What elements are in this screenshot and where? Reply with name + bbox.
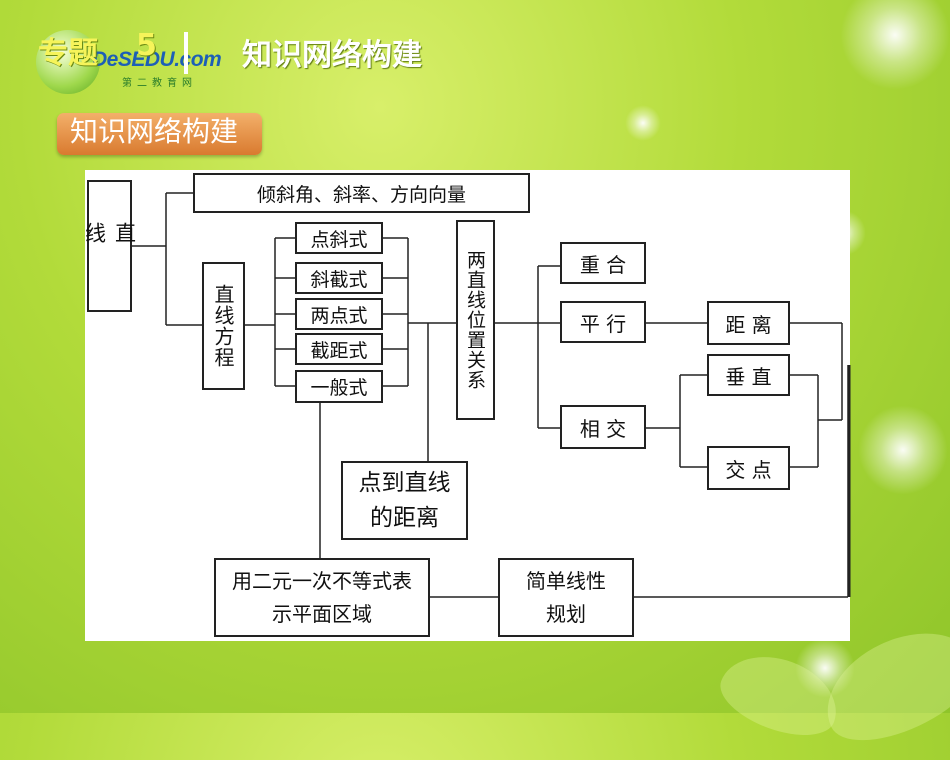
topic-label: 专题 — [38, 36, 98, 71]
point-line-distance-node: 点到直线的距离 — [341, 461, 468, 540]
slide-header: DeSEDU.com 第二教育网 专题 5 知识网络构建 — [30, 20, 630, 94]
inequality-region-node: 用二元一次不等式表示平面区域 — [214, 558, 430, 637]
distance-label: 距 离 — [725, 312, 772, 337]
angle-slope-label: 倾斜角、斜率、方向向量 — [256, 183, 466, 206]
topic-number: 5 — [136, 28, 157, 63]
intersection-point-label: 交 点 — [725, 457, 772, 482]
perpendicular-label: 垂 直 — [725, 364, 772, 389]
section-badge — [57, 113, 262, 155]
slope-intercept-node: 斜截式 — [295, 262, 383, 294]
logo-subtitle: 第二教育网 — [122, 78, 197, 89]
intercept-label: 截距式 — [310, 339, 368, 362]
point-slope-label: 点斜式 — [310, 228, 368, 251]
general-form-label: 一般式 — [310, 377, 368, 399]
connector-lines — [132, 192, 851, 598]
line-node: 直 线 — [83, 180, 137, 312]
intersect-node: 相 交 — [560, 405, 646, 449]
logo-globe-icon — [36, 30, 100, 94]
inequality-region-label: 用二元一次不等式表示平面区域 — [232, 568, 412, 626]
two-point-node: 两点式 — [295, 298, 383, 330]
angle-slope-node: 倾斜角、斜率、方向向量 — [193, 173, 530, 213]
coincide-label: 重 合 — [579, 252, 627, 277]
light-glow — [795, 638, 855, 698]
logo-text: DeSEDU.com — [92, 48, 222, 71]
parallel-label: 平 行 — [579, 311, 627, 336]
point-line-distance-label: 点到直线的距离 — [358, 469, 451, 531]
distance-node: 距 离 — [707, 301, 790, 345]
linear-programming-node: 简单线性规划 — [498, 558, 634, 637]
line-equation-label: 直线方程 — [211, 284, 235, 368]
title-separator — [184, 32, 188, 74]
page-title: 知识网络构建 — [242, 38, 422, 73]
position-relation-node: 两直线位置关系 — [456, 220, 495, 420]
general-form-node: 一般式 — [295, 370, 383, 403]
coincide-node: 重 合 — [560, 242, 646, 284]
slope-intercept-label: 斜截式 — [310, 268, 368, 291]
light-glow — [625, 105, 661, 141]
two-point-label: 两点式 — [310, 304, 368, 327]
light-glow — [858, 405, 948, 495]
intersect-label: 相 交 — [579, 416, 627, 441]
intercept-node: 截距式 — [295, 333, 383, 365]
light-glow — [840, 0, 950, 90]
parallel-node: 平 行 — [560, 301, 646, 343]
point-slope-node: 点斜式 — [295, 222, 383, 254]
perpendicular-node: 垂 直 — [707, 354, 790, 396]
line-equation-node: 直线方程 — [202, 262, 245, 390]
position-relation-label: 两直线位置关系 — [464, 250, 486, 390]
line-node-label: 直 线 — [82, 221, 137, 271]
intersection-point-node: 交 点 — [707, 446, 790, 490]
linear-programming-label: 简单线性规划 — [526, 568, 606, 626]
section-badge-label: 知识网络构建 — [70, 115, 239, 148]
logo: DeSEDU.com 第二教育网 — [30, 26, 230, 96]
concept-diagram: 直 线 倾斜角、斜率、方向向量 直线方程 点斜式 斜截式 两点式 截距式 一般式… — [83, 173, 851, 637]
